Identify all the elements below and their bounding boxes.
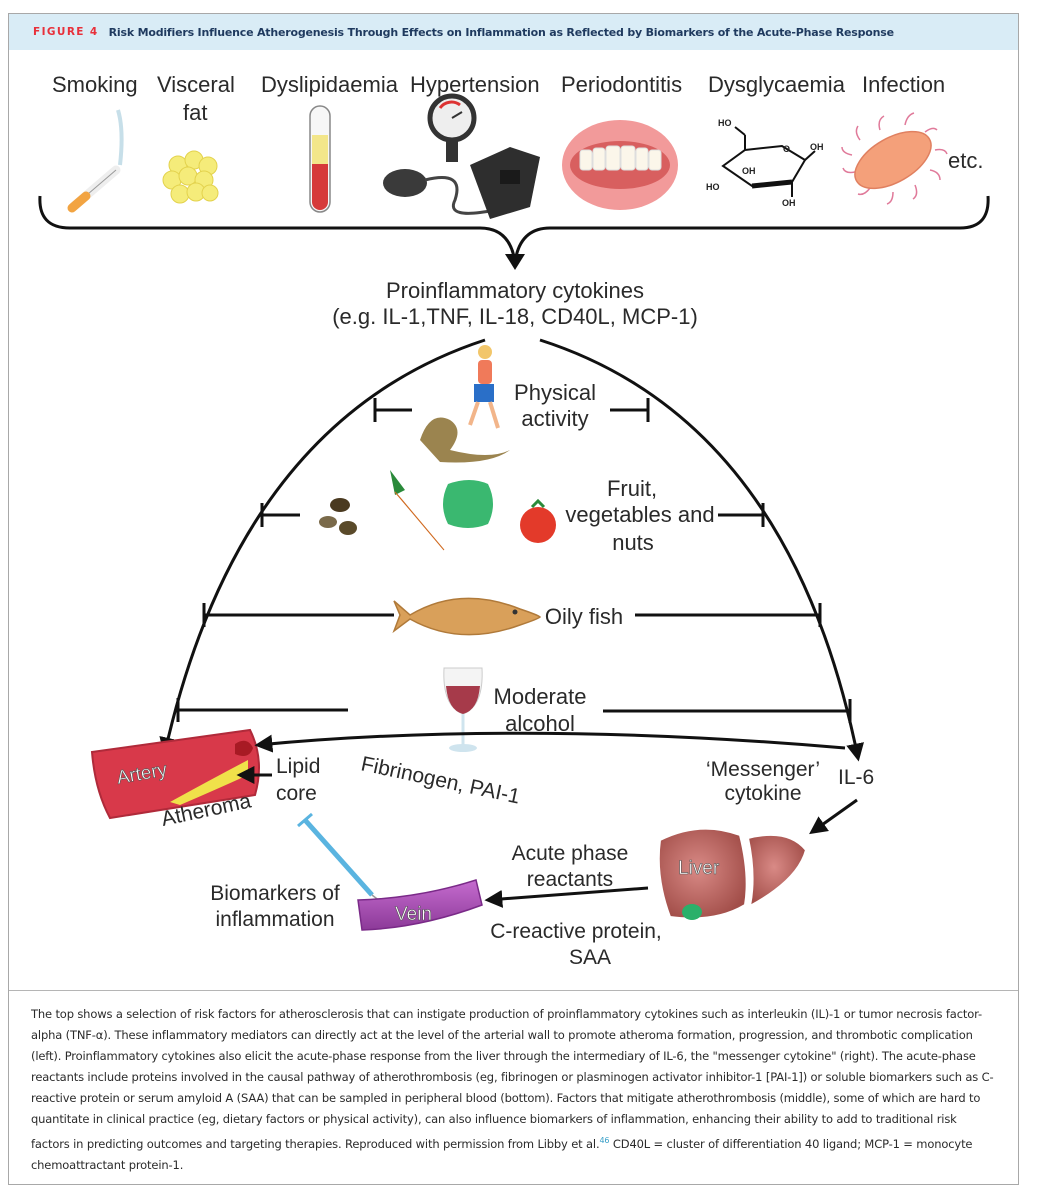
gums-icon (562, 120, 678, 210)
cytokine-label: cytokine (724, 782, 801, 805)
left-arc-to-artery (159, 338, 486, 756)
fibrinogen-arrow (254, 731, 846, 753)
figure-caption: The top shows a selection of risk factor… (31, 1004, 996, 1176)
vein-label: Vein (395, 904, 432, 925)
modifier-nuts: nuts (612, 530, 654, 555)
blood-tube-icon (309, 105, 331, 213)
acute-phase-label: Acute phase (512, 842, 629, 865)
glucose-oh-right: OH (810, 142, 824, 152)
risk-label-visceral: Visceral (157, 72, 235, 97)
bacterium-icon (841, 112, 948, 205)
modifier-fruit: Fruit, (607, 476, 657, 501)
biomarkers-label: Biomarkers of (210, 882, 340, 905)
caption-text: The top shows a selection of risk factor… (31, 1007, 994, 1151)
lipid-label: Lipid (276, 755, 320, 778)
acute-phase-arrow (484, 886, 649, 908)
il6-label: IL-6 (838, 766, 874, 789)
messenger-label: ‘Messenger’ (706, 758, 820, 781)
reference-link[interactable]: 46 (599, 1136, 610, 1145)
runner-icon (420, 345, 510, 463)
core-label: core (276, 782, 317, 805)
fibrinogen-label: Fibrinogen, PAI-1 (359, 752, 522, 808)
inhibit-bars (176, 398, 852, 723)
fish-icon (392, 597, 542, 636)
produce-icon (319, 470, 556, 551)
caption-divider (9, 990, 1018, 991)
glucose-ho-left: HO (706, 182, 720, 192)
modifier-oily-fish: Oily fish (545, 604, 623, 629)
risk-label-dyslipidaemia: Dyslipidaemia (261, 72, 399, 97)
liver-icon (657, 827, 808, 920)
modifier-vegetables: vegetables and (565, 502, 714, 527)
glucose-ho-top: HO (718, 118, 732, 128)
cytokines-examples: (e.g. IL-1,TNF, IL-18, CD40L, MCP-1) (332, 304, 698, 329)
risk-label-hypertension: Hypertension (410, 72, 540, 97)
glucose-ring-o: O (783, 144, 790, 154)
figure-title: Risk Modifiers Influence Atherogenesis T… (108, 25, 894, 39)
glucose-oh-mid: OH (742, 166, 756, 176)
cigarette-icon (67, 109, 124, 213)
sphygmomanometer-icon (383, 93, 540, 219)
inflammation-label: inflammation (215, 908, 334, 931)
liver-label: Liver (678, 858, 720, 879)
modifier-physical: Physical (514, 380, 596, 405)
reactants-label: reactants (527, 868, 613, 891)
risk-label-dysglycaemia: Dysglycaemia (708, 72, 846, 97)
saa-label: SAA (569, 946, 611, 969)
risk-label-smoking: Smoking (52, 72, 138, 97)
fat-cells-icon (162, 150, 219, 204)
right-arc-to-il6 (539, 338, 864, 762)
risk-label-fat: fat (183, 100, 207, 125)
wine-glass-icon (443, 667, 483, 752)
figure-label: FIGURE 4 (33, 26, 99, 38)
modifier-moderate: Moderate (494, 684, 587, 709)
artery-label: Artery (115, 759, 169, 789)
modifier-activity: activity (521, 406, 588, 431)
artery-icon (90, 728, 260, 820)
vein-icon (357, 879, 483, 931)
glucose-oh-bottom: OH (782, 198, 796, 208)
bracket-arrowhead (505, 254, 525, 270)
risk-label-infection: Infection (862, 72, 945, 97)
diagram: Smoking Visceral fat Dyslipidaemia Hyper… (38, 72, 990, 969)
crp-label: C-reactive protein, (490, 920, 662, 943)
il6-to-liver-arrow (809, 798, 858, 835)
etc-label: etc. (948, 148, 983, 173)
caption-text-end: CD40L = cluster of differentiation 40 li… (31, 1136, 973, 1172)
figure-header: FIGURE 4 Risk Modifiers Influence Athero… (9, 14, 1018, 50)
cytokines-title: Proinflammatory cytokines (386, 278, 644, 303)
risk-label-periodontitis: Periodontitis (561, 72, 682, 97)
glucose-molecule-icon (721, 126, 816, 197)
